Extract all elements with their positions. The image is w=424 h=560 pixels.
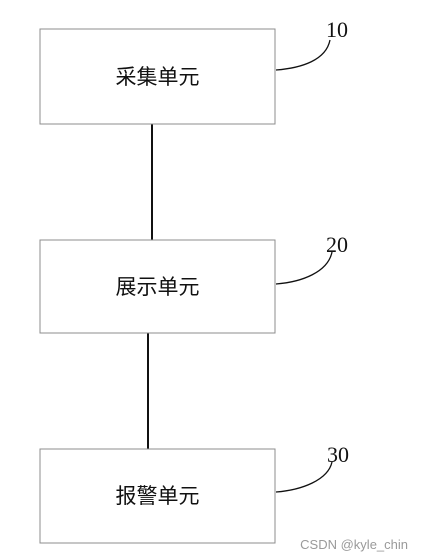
watermark-text: CSDN @kyle_chin [300, 537, 408, 552]
leader-line-30 [275, 461, 333, 493]
unit-alarm: 报警单元 30 [39, 442, 349, 544]
unit-acquisition-label: 采集单元 [116, 65, 200, 89]
unit-display: 展示单元 20 [39, 232, 348, 334]
leader-line-20 [275, 251, 333, 285]
unit-alarm-label: 报警单元 [116, 484, 200, 508]
leader-line-10 [275, 39, 331, 71]
unit-acquisition-box [39, 28, 276, 125]
ref-number-10: 10 [326, 17, 348, 42]
unit-acquisition: 采集单元 10 [39, 17, 348, 125]
unit-alarm-box [39, 448, 276, 544]
unit-display-box [39, 239, 276, 334]
ref-number-30: 30 [327, 442, 349, 467]
unit-display-label: 展示单元 [116, 275, 200, 299]
ref-number-20: 20 [326, 232, 348, 257]
